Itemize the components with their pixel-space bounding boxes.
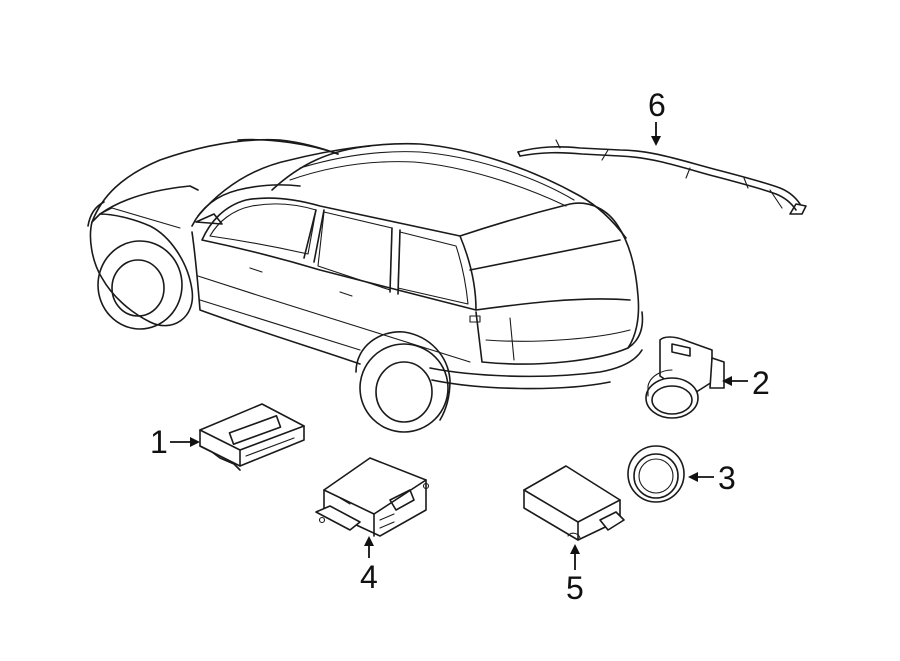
callout-2: 2 [752, 365, 770, 401]
callout-1: 1 [150, 424, 168, 460]
control-module-1 [199, 403, 305, 471]
callouts: 1 2 3 4 5 6 [150, 87, 770, 606]
callout-3: 3 [718, 460, 736, 496]
callout-6: 6 [648, 87, 666, 123]
vehicle-illustration [87, 138, 644, 433]
receiver-module [523, 465, 625, 541]
park-assist-sensor [645, 336, 725, 419]
sensor-bezel-ring [627, 445, 685, 503]
wiring-harness [517, 139, 807, 215]
callout-5: 5 [566, 570, 584, 606]
airbag-control-module [315, 457, 430, 537]
callout-4: 4 [360, 559, 378, 595]
